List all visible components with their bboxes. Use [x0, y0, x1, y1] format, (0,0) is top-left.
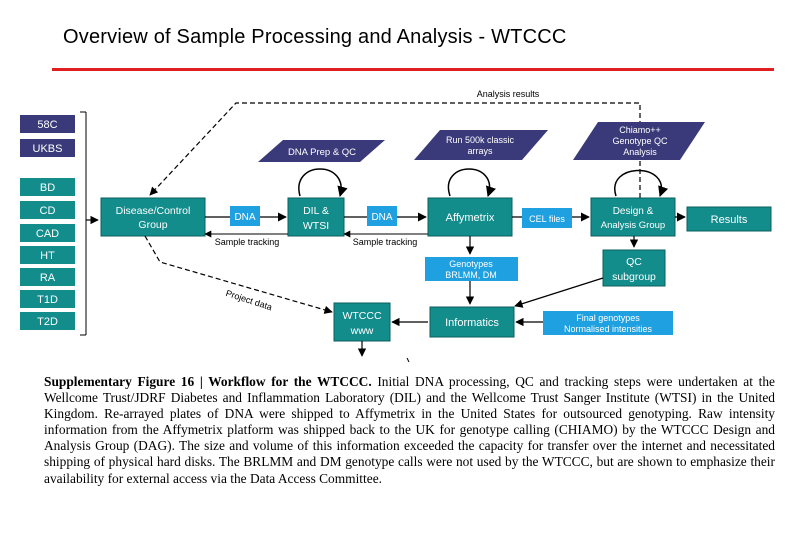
cel-files-label: CEL files [522, 208, 572, 228]
svg-text:Analysis Group: Analysis Group [601, 220, 665, 231]
genotypes-box: Genotypes BRLMM, DM [425, 257, 518, 281]
svg-text:CD: CD [40, 205, 56, 217]
svg-text:Sample tracking: Sample tracking [215, 237, 280, 247]
final-genotypes-box: Final genotypes Normalised intensities [543, 311, 673, 335]
informatics-box: Informatics [429, 306, 515, 338]
analysis-results-line: Analysis results [149, 89, 641, 198]
svg-text:Final genotypes: Final genotypes [576, 313, 640, 323]
svg-text:RA: RA [40, 272, 56, 284]
svg-text:CEL files: CEL files [529, 214, 565, 224]
source-box-58c: 58C [20, 115, 75, 133]
affymetrix-box: Affymetrix [427, 197, 513, 237]
svg-text:T2D: T2D [37, 316, 58, 328]
title-rule [52, 68, 774, 71]
source-box-cad: CAD [20, 224, 75, 242]
svg-text:www: www [350, 325, 374, 337]
svg-text:DNA: DNA [234, 212, 255, 223]
svg-text:Design &: Design & [613, 206, 654, 217]
caption-body: Initial DNA processing, QC and tracking … [44, 374, 775, 486]
source-bracket [80, 111, 99, 336]
svg-text:HT: HT [40, 250, 55, 262]
svg-text:WTCCC: WTCCC [342, 310, 381, 322]
svg-text:Analysis: Analysis [623, 147, 657, 157]
svg-text:Affymetrix: Affymetrix [446, 212, 495, 224]
svg-text:Informatics: Informatics [445, 317, 499, 329]
sample-tracking-2: Sample tracking [343, 230, 428, 247]
svg-text:WTSI: WTSI [303, 220, 329, 232]
svg-text:DNA: DNA [371, 212, 392, 223]
loop-arrow-dil [298, 168, 348, 198]
svg-text:DIL &: DIL & [303, 205, 329, 217]
svg-text:Sample tracking: Sample tracking [353, 237, 418, 247]
analysis-results-label: Analysis results [477, 89, 540, 99]
loop-arrow-design [614, 169, 669, 197]
source-box-ra: RA [20, 268, 75, 286]
svg-text:arrays: arrays [467, 146, 493, 156]
svg-text:Run 500k classic: Run 500k classic [446, 135, 515, 145]
dna-label-a: DNA [230, 206, 260, 226]
disease-control-box: Disease/Control Group [100, 197, 206, 237]
wtccc-www-box: WTCCC www [333, 302, 391, 342]
svg-text:Disease/Control: Disease/Control [116, 205, 191, 217]
svg-text:Genotype QC: Genotype QC [612, 136, 668, 146]
slide-title: Overview of Sample Processing and Analys… [63, 26, 567, 48]
dna-label-b: DNA [367, 206, 397, 226]
svg-text:Results: Results [711, 214, 748, 226]
svg-text:58C: 58C [37, 119, 57, 131]
results-box: Results [686, 206, 772, 232]
design-analysis-box: Design & Analysis Group [590, 197, 676, 237]
chiamo-shape: Chiamo++ Genotype QC Analysis [573, 122, 705, 160]
svg-text:BD: BD [40, 182, 55, 194]
source-box-t2d: T2D [20, 312, 75, 330]
svg-text:Normalised intensities: Normalised intensities [564, 324, 653, 334]
svg-text:CAD: CAD [36, 228, 59, 240]
caption-heading: Supplementary Figure 16 | Workflow for t… [44, 374, 372, 389]
source-box-cd: CD [20, 201, 75, 219]
svg-text:subgroup: subgroup [612, 271, 656, 283]
figure-caption: Supplementary Figure 16 | Workflow for t… [44, 374, 775, 487]
svg-text:DNA Prep & QC: DNA Prep & QC [288, 147, 356, 158]
workflow-diagram: 58C UKBS BD CD CAD HT RA T1D [20, 89, 772, 363]
svg-text:QC: QC [626, 256, 642, 268]
project-data-label: Project data [225, 288, 274, 312]
loop-arrow-affymetrix [447, 168, 496, 197]
sample-tracking-1: Sample tracking [204, 230, 288, 247]
svg-text:UKBS: UKBS [33, 143, 63, 155]
qc-subgroup-box: QC subgroup [602, 249, 666, 287]
dna-prep-shape: DNA Prep & QC [258, 140, 385, 162]
svg-text:BRLMM, DM: BRLMM, DM [445, 270, 497, 280]
run-arrays-shape: Run 500k classic arrays [414, 130, 548, 160]
svg-text:Genotypes: Genotypes [449, 259, 493, 269]
svg-text:Chiamo++: Chiamo++ [619, 125, 661, 135]
dil-wtsi-box: DIL & WTSI [287, 197, 345, 237]
source-box-ukbs: UKBS [20, 139, 75, 157]
project-data-line: Project data [144, 235, 333, 314]
source-list: 58C UKBS BD CD CAD HT RA T1D [20, 115, 75, 330]
svg-text:T1D: T1D [37, 294, 58, 306]
svg-text:Group: Group [138, 219, 167, 231]
source-box-t1d: T1D [20, 290, 75, 308]
source-box-bd: BD [20, 178, 75, 196]
source-box-ht: HT [20, 246, 75, 264]
